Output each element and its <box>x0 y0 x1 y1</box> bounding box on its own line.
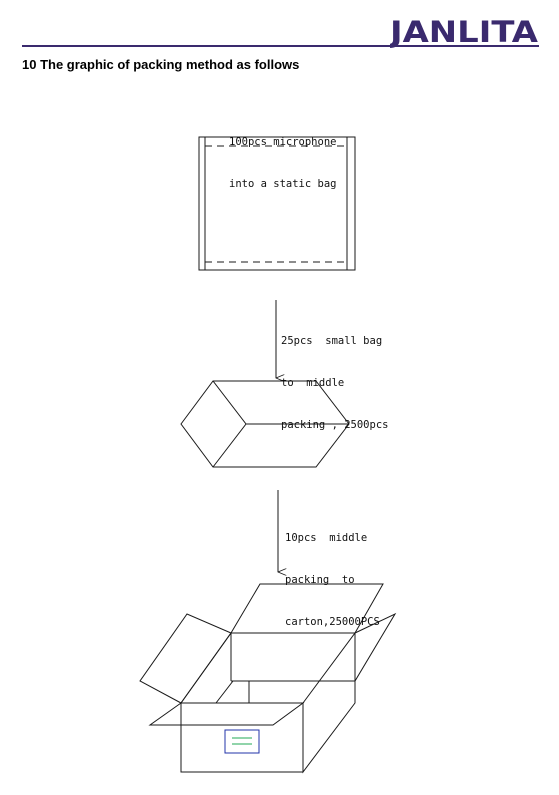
step-3-line-2: packing to <box>285 574 355 586</box>
carton-right-face <box>302 631 356 774</box>
carton-left-flap <box>139 613 232 704</box>
header-divider <box>22 45 539 47</box>
step-2-line-2: to middle <box>281 377 345 389</box>
logo-wordmark: JANLITA <box>390 15 539 48</box>
step-2-line-3: packing , 2500pcs <box>281 419 389 431</box>
carton-drawing <box>139 583 397 774</box>
carton-label <box>224 729 260 754</box>
step-3-note: 10pcs middle packing to carton,25000PCS <box>285 503 380 657</box>
middle-packing-drawing <box>180 380 350 468</box>
step-1-note: 100pcs microphone into a static bag <box>229 107 336 219</box>
section-title: 10 The graphic of packing method as foll… <box>22 57 300 72</box>
step-1-line-1: 100pcs microphone <box>229 136 337 148</box>
step-3-line-1: 10pcs middle <box>285 532 368 544</box>
static-bag-drawing <box>198 136 356 271</box>
step-2-note: 25pcs small bag to middle packing , 2500… <box>281 306 388 460</box>
carton-back-flap <box>230 583 384 634</box>
bag-outline <box>198 136 356 271</box>
carton-front-flap <box>148 702 305 726</box>
janlita-logo: JANLITA <box>390 15 539 48</box>
step-3-line-3: carton,25000PCS <box>285 616 380 628</box>
step-2-line-1: 25pcs small bag <box>281 335 383 347</box>
carton-right-flap <box>354 612 397 683</box>
carton-inner-divider <box>215 680 250 704</box>
middle-box-end-face <box>212 380 247 468</box>
step-1-line-2: into a static bag <box>229 178 337 190</box>
